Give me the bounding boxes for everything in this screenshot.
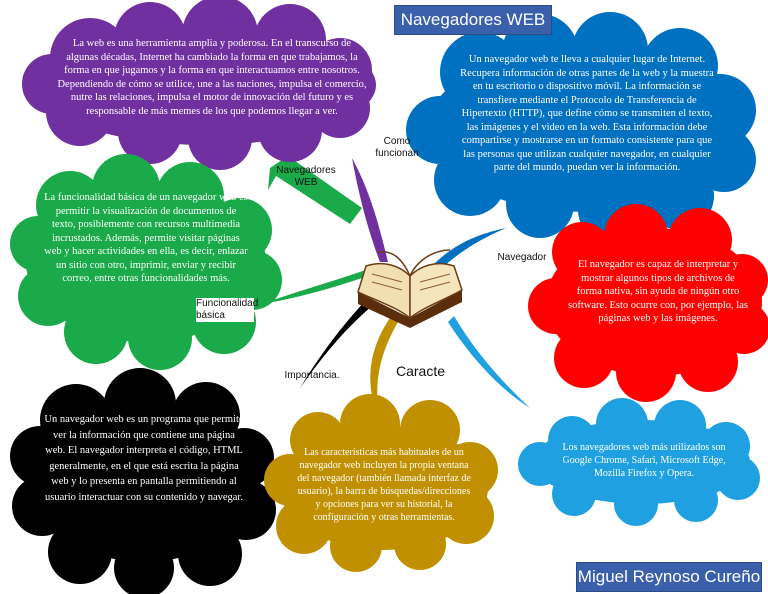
cloud-purple	[22, 0, 376, 170]
open-book-icon	[357, 249, 463, 328]
branch-black	[300, 300, 372, 388]
label-navegadores-web: Navegadores WEB	[276, 165, 336, 188]
cloud-cyan	[518, 398, 760, 526]
cloud-gold-text: Las características más habituales de un…	[297, 447, 471, 523]
cloud-blue-text: Un navegador web te lleva a cualquier lu…	[460, 54, 714, 173]
cloud-black	[10, 368, 276, 594]
cloud-green-text: La funcionalidad básica de un navegador …	[44, 192, 248, 284]
cloud-gold	[264, 394, 498, 572]
cloud-red	[528, 204, 768, 402]
center-label: Caracte	[396, 363, 446, 379]
page-title: Navegadores WEB	[394, 5, 552, 35]
cloud-red-text: El navegador es capaz de interpretar y m…	[568, 259, 748, 324]
branch-purple	[352, 158, 388, 262]
label-funcionalidad: Funcionalidad básica	[196, 298, 259, 322]
cloud-cyan-text: Los navegadores web más utilizados son G…	[562, 442, 726, 479]
label-como-funcionan: Como funcionan	[375, 136, 419, 159]
cloud-purple-text: La web es una herramienta amplia y poder…	[57, 38, 367, 117]
label-importancia: Importancia.	[284, 370, 340, 381]
cloud-black-text: Un navegador web es un programa que perm…	[44, 414, 244, 503]
author-name: Miguel Reynoso Cureño	[576, 562, 762, 592]
branch-cyan	[448, 316, 530, 408]
branch-gold	[370, 318, 398, 420]
label-navegador: Navegador	[497, 252, 547, 263]
branch-green-arrow	[268, 156, 362, 224]
branch-green	[262, 266, 380, 304]
